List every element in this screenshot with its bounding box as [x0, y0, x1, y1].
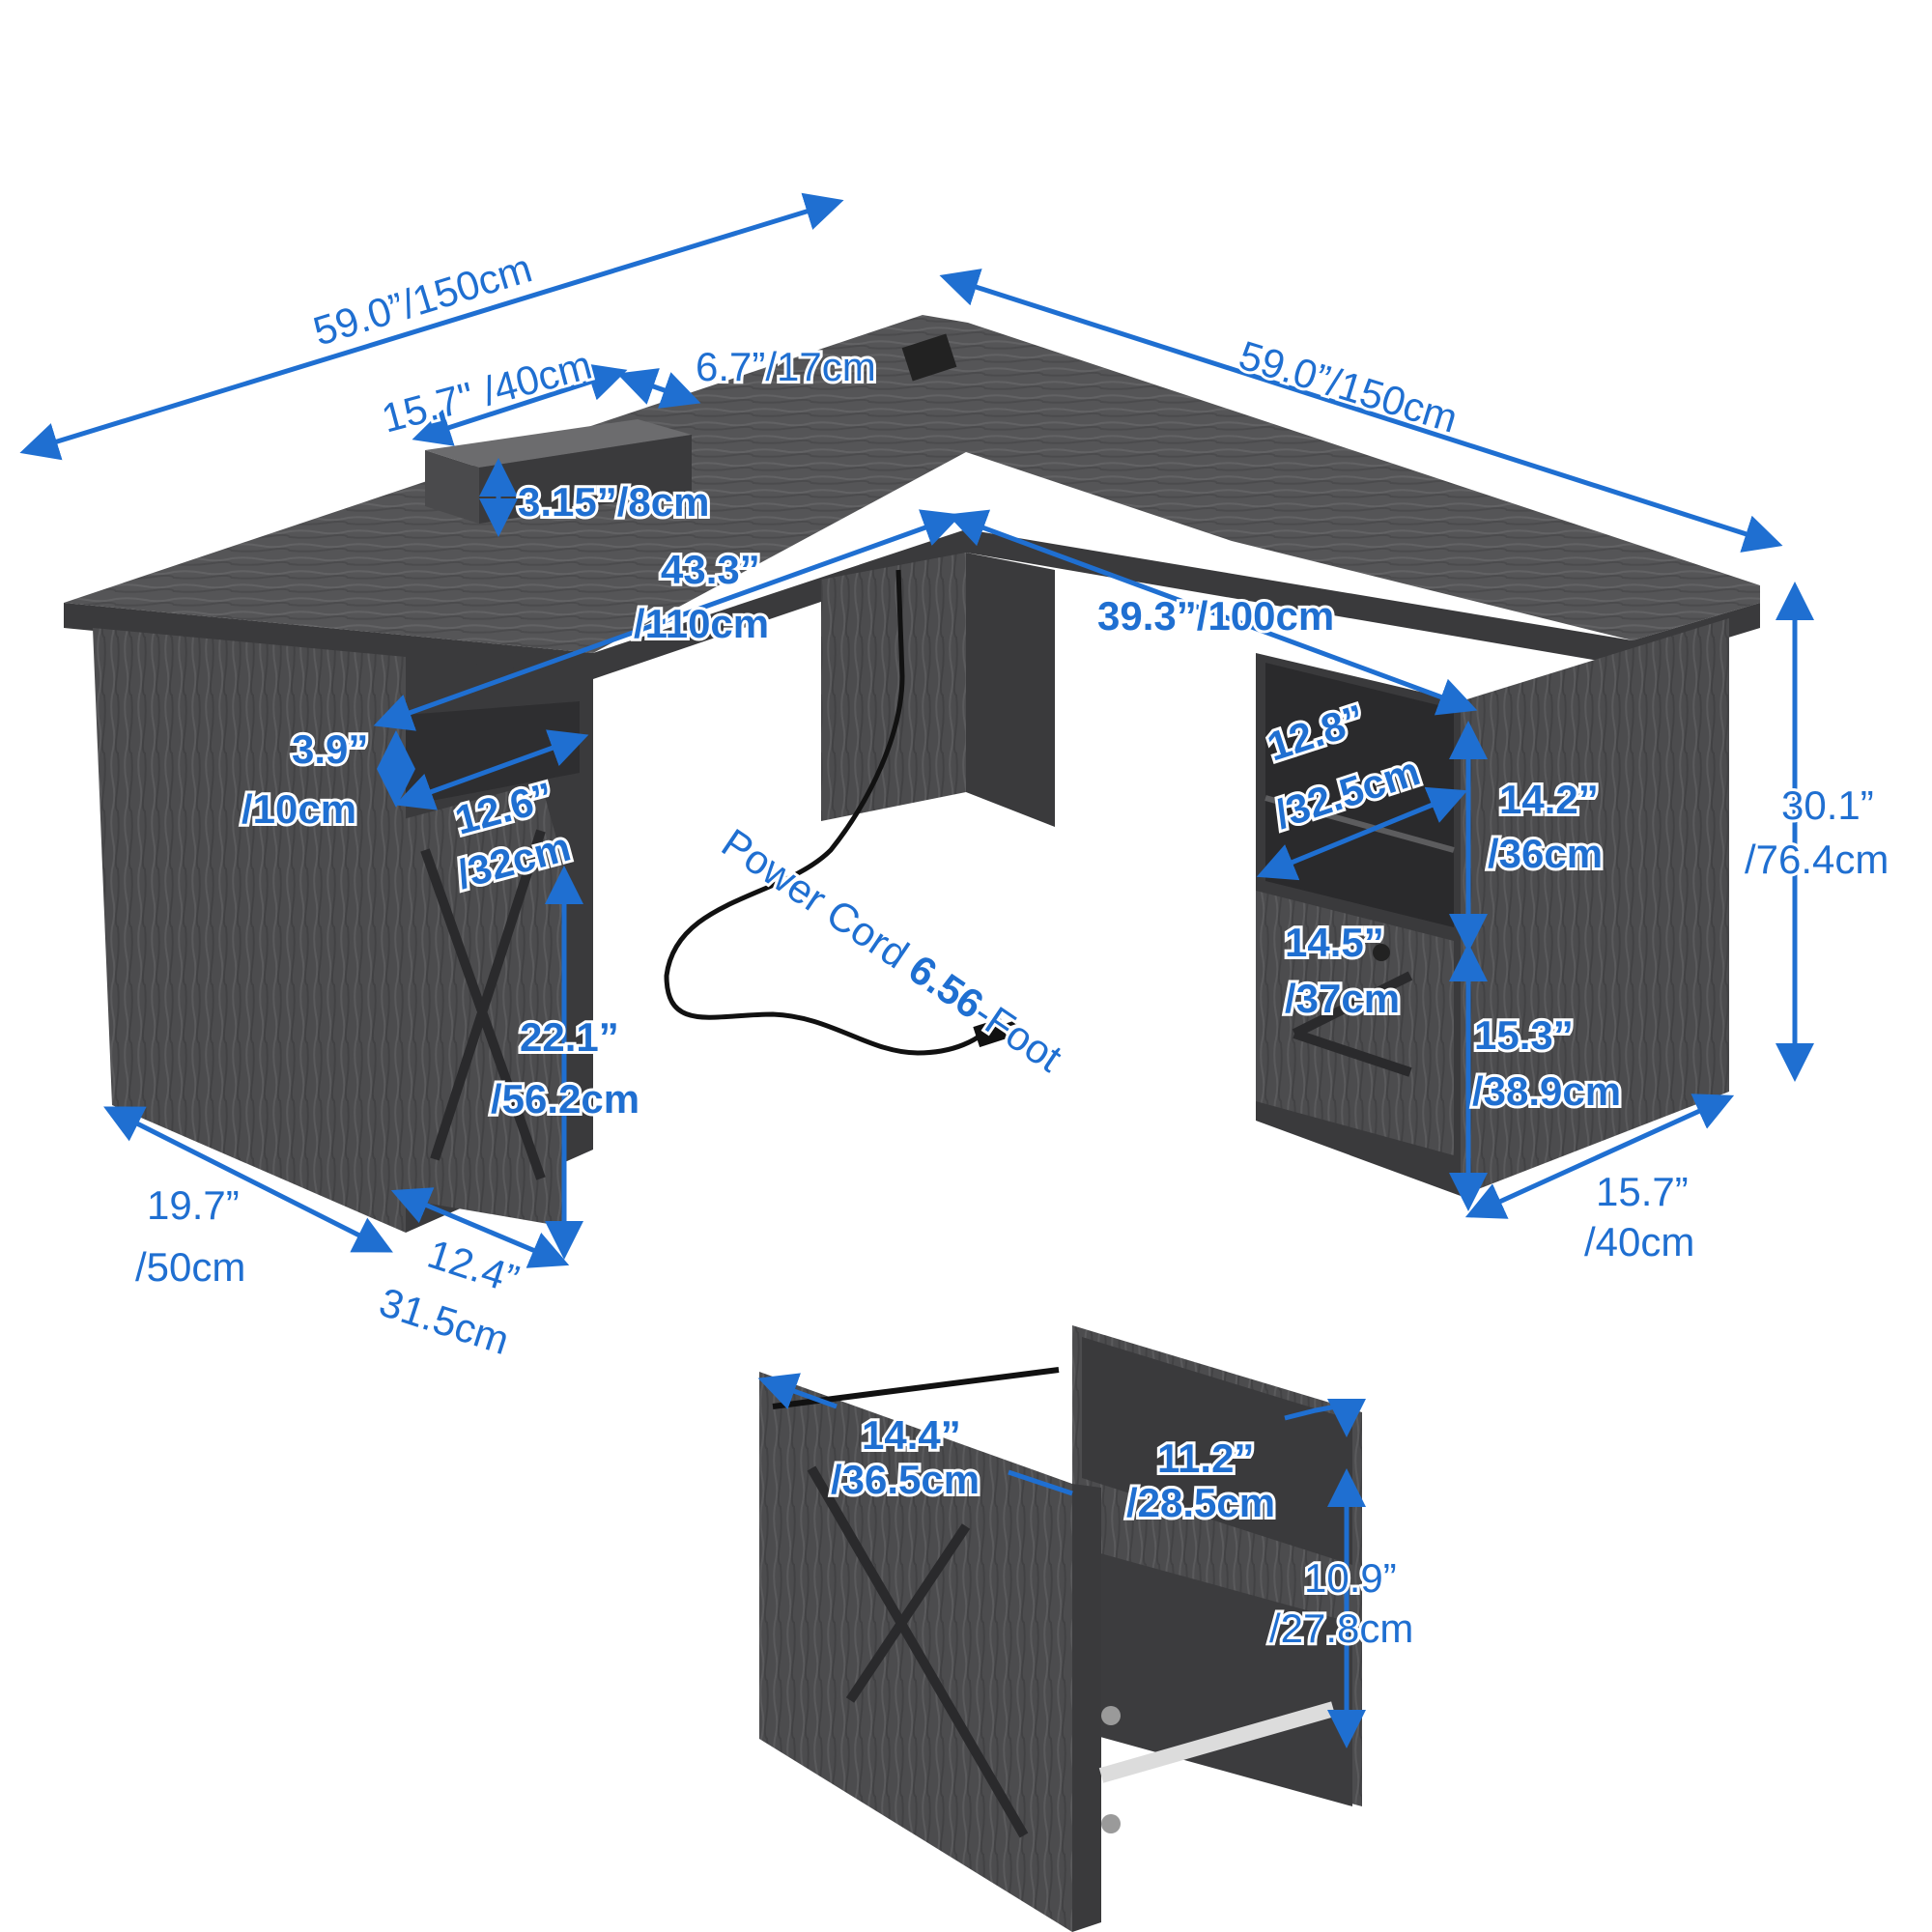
label-total-h-1: 30.1” [1781, 782, 1874, 828]
label-total-h-2: /76.4cm [1745, 837, 1889, 882]
file-drawer-detail [759, 1325, 1362, 1932]
label-left-shelf-h-2: /10cm [242, 786, 356, 832]
left-pedestal [93, 628, 593, 1233]
label-riser-width: 15.7" /40cm [377, 342, 596, 441]
label-riser-depth: 6.7”/17cm [696, 344, 876, 389]
center-support-panel [821, 553, 1055, 827]
label-drawer-len-2: /36.5cm [831, 1457, 980, 1502]
label-left-door-h-2: /56.2cm [491, 1076, 639, 1122]
label-left-shelf-h-1: 3.9” [292, 726, 368, 772]
label-riser-height: 3.15”/8cm [518, 479, 709, 525]
label-inner-left-1: 43.3” [661, 547, 760, 592]
label-drawer-len-1: 14.4” [862, 1412, 961, 1458]
label-right-shelf-h-2: /36cm [1488, 831, 1603, 876]
label-right-drawer-h-1: 15.3” [1474, 1012, 1574, 1058]
label-left-door-h-1: 22.1” [520, 1014, 619, 1060]
drawer-slide-rail [1098, 1701, 1336, 1783]
drawer-knob[interactable] [1373, 944, 1390, 961]
label-right-inner-w-2: /37cm [1285, 976, 1400, 1021]
label-drawer-h-1: 10.9” [1304, 1555, 1397, 1601]
label-right-inner-w-1: 14.5” [1285, 920, 1384, 965]
label-right-shelf-h-1: 14.2” [1499, 777, 1599, 822]
label-inner-left-2: /110cm [634, 601, 769, 646]
dimension-arrows [19, 192, 1814, 1748]
label-drawer-h-2: /27.8cm [1269, 1605, 1413, 1651]
label-drawer-w-1: 11.2” [1157, 1435, 1254, 1481]
right-file-drawer-front[interactable] [1256, 891, 1454, 1155]
power-cord [664, 569, 1019, 1056]
label-left-depth-1: 19.7” [147, 1182, 240, 1228]
label-drawer-w-2: /28.5cm [1126, 1480, 1275, 1525]
label-right-depth-2: /40cm [1584, 1219, 1694, 1264]
label-power-cord: Power Cord 6.56-Foot [714, 819, 1070, 1080]
label-right-depth-1: 15.7” [1596, 1169, 1689, 1214]
label-right-drawer-h-2: /38.9cm [1472, 1068, 1621, 1114]
label-inner-right: 39.3”/100cm [1097, 593, 1334, 639]
label-top-width-left: 59.0”/150cm [308, 244, 537, 354]
label-left-depth-2: /50cm [135, 1244, 245, 1290]
